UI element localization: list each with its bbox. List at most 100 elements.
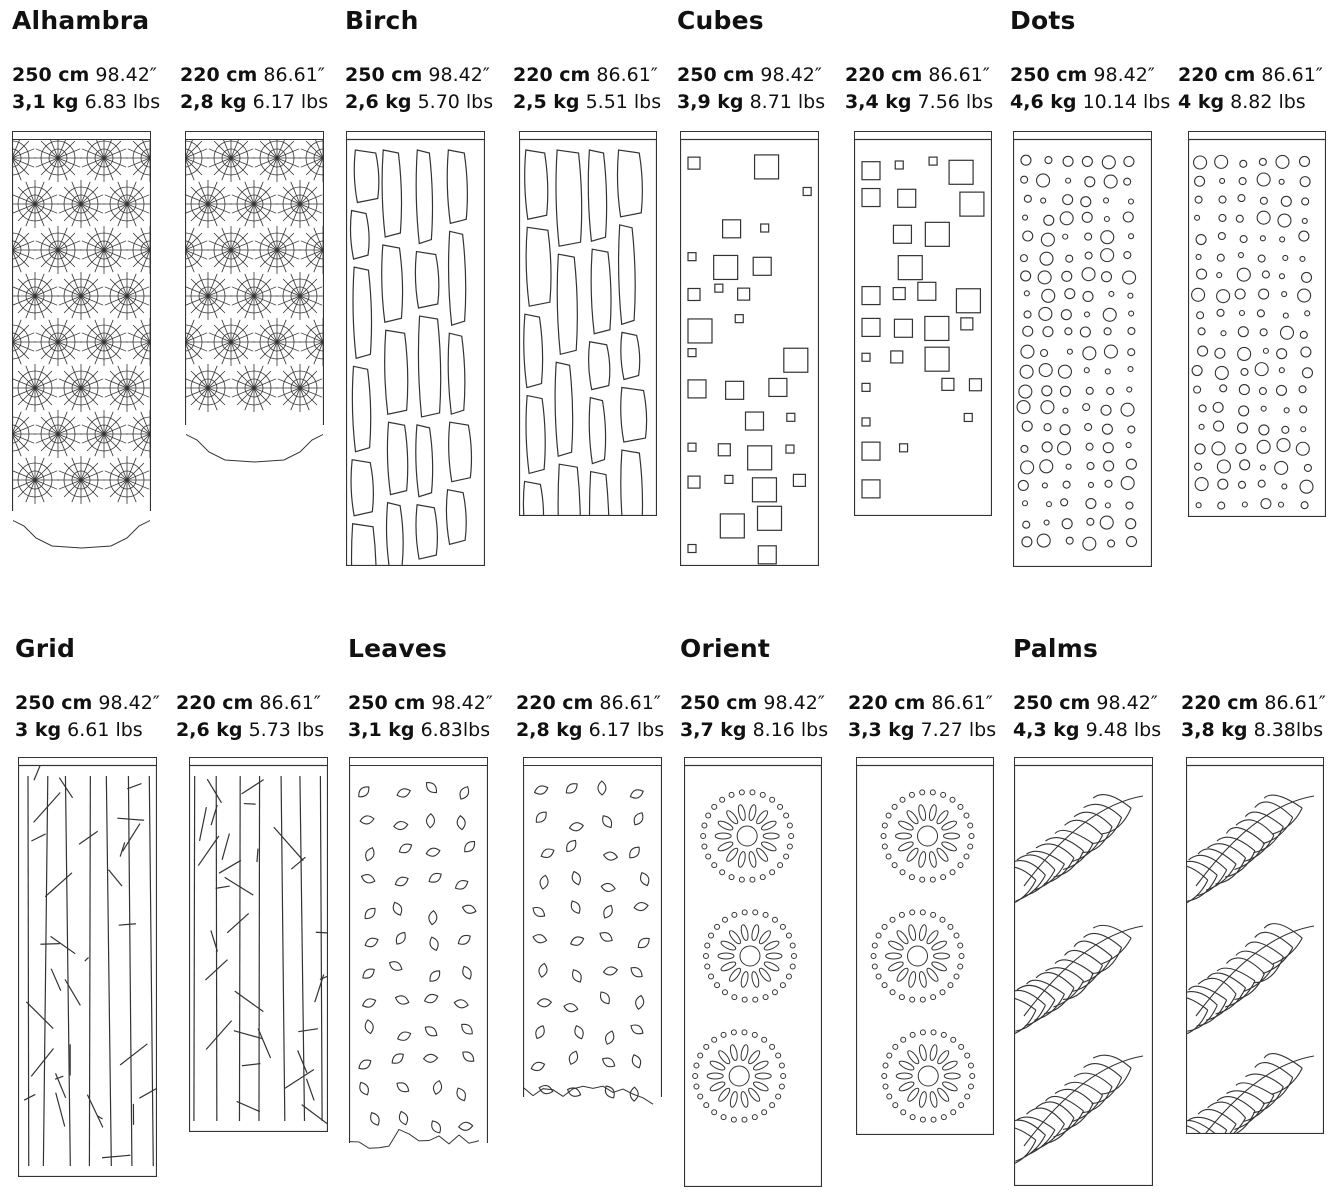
panel-birch-1 <box>519 131 657 516</box>
weight-kg: 3 kg <box>15 719 62 741</box>
panel-drawing-dots-0 <box>1013 131 1152 567</box>
spec-weight: 4 kg 8.82 lbs <box>1178 89 1323 116</box>
weight-kg: 3,1 kg <box>12 91 79 113</box>
length-cm: 250 cm <box>677 64 755 86</box>
weight-kg: 4 kg <box>1178 91 1225 113</box>
length-cm: 250 cm <box>1013 692 1091 714</box>
length-in: 86.61″ <box>1261 64 1323 86</box>
length-in: 98.42″ <box>1096 692 1158 714</box>
spec-dots-1: 220 cm 86.61″4 kg 8.82 lbs <box>1178 62 1323 116</box>
spec-weight: 4,6 kg 10.14 lbs <box>1010 89 1170 116</box>
pattern-title-orient: Orient <box>680 634 771 663</box>
length-cm: 250 cm <box>12 64 90 86</box>
spec-weight: 3,3 kg 7.27 lbs <box>848 717 996 744</box>
weight-kg: 3,7 kg <box>680 719 747 741</box>
panel-drawing-palms-0 <box>1014 757 1153 1186</box>
length-in: 98.42″ <box>98 692 160 714</box>
weight-kg: 3,3 kg <box>848 719 915 741</box>
spec-weight: 2,6 kg 5.70 lbs <box>345 89 493 116</box>
weight-kg: 2,8 kg <box>516 719 583 741</box>
length-cm: 250 cm <box>680 692 758 714</box>
panel-drawing-palms-1 <box>1186 757 1324 1134</box>
spec-length: 250 cm 98.42″ <box>348 690 493 717</box>
weight-lbs: 6.17 lbs <box>588 719 665 741</box>
spec-alhambra-1: 220 cm 86.61″2,8 kg 6.17 lbs <box>180 62 328 116</box>
spec-length: 220 cm 86.61″ <box>516 690 664 717</box>
length-in: 98.42″ <box>1093 64 1155 86</box>
spec-palms-0: 250 cm 98.42″ 4,3 kg 9.48 lbs <box>1013 690 1161 744</box>
spec-orient-0: 250 cm 98.42″3,7 kg 8.16 lbs <box>680 690 828 744</box>
weight-kg: 2,5 kg <box>513 91 580 113</box>
panel-grid-1 <box>189 757 328 1132</box>
weight-kg: 3,8 kg <box>1181 719 1248 741</box>
spec-cubes-0: 250 cm 98.42″3,9 kg 8.71 lbs <box>677 62 825 116</box>
spec-weight: 3,7 kg 8.16 lbs <box>680 717 828 744</box>
length-cm: 220 cm <box>176 692 254 714</box>
weight-lbs: 9.48 lbs <box>1085 719 1162 741</box>
pattern-title-grid: Grid <box>15 634 76 663</box>
panel-drawing-cubes-1 <box>854 131 992 516</box>
weight-lbs: 6.83lbs <box>420 719 491 741</box>
spec-weight: 4,3 kg 9.48 lbs <box>1013 717 1161 744</box>
weight-lbs: 6.17 lbs <box>252 91 329 113</box>
pattern-title-leaves: Leaves <box>348 634 448 663</box>
panel-orient-0 <box>684 757 822 1187</box>
panel-leaves-0 <box>349 757 488 1183</box>
spec-length: 250 cm 98.42″ <box>12 62 160 89</box>
length-in: 86.61″ <box>263 64 325 86</box>
length-cm: 220 cm <box>516 692 594 714</box>
spec-grid-0: 250 cm 98.42″3 kg 6.61 lbs <box>15 690 160 744</box>
weight-kg: 3,4 kg <box>845 91 912 113</box>
spec-leaves-1: 220 cm 86.61″2,8 kg 6.17 lbs <box>516 690 664 744</box>
panel-drawing-alhambra-1 <box>185 131 324 463</box>
panel-drawing-leaves-1 <box>523 757 662 1105</box>
length-in: 98.42″ <box>760 64 822 86</box>
spec-length: 250 cm 98.42″ <box>680 690 828 717</box>
spec-weight: 3,1 kg 6.83lbs <box>348 717 493 744</box>
weight-lbs: 6.83 lbs <box>84 91 161 113</box>
length-in: 98.42″ <box>431 692 493 714</box>
spec-length: 250 cm 98.42″ <box>677 62 825 89</box>
spec-weight: 3,4 kg 7.56 lbs <box>845 89 993 116</box>
panel-cubes-0 <box>680 131 819 566</box>
spec-length: 250 cm 98.42″ <box>15 690 160 717</box>
panel-drawing-cubes-0 <box>680 131 819 566</box>
panel-alhambra-1 <box>185 131 324 465</box>
length-cm: 220 cm <box>1181 692 1259 714</box>
spec-length: 220 cm 86.61″ <box>848 690 996 717</box>
weight-kg: 2,8 kg <box>180 91 247 113</box>
length-cm: 250 cm <box>15 692 93 714</box>
length-in: 86.61″ <box>596 64 658 86</box>
spec-length: 220 cm 86.61″ <box>845 62 993 89</box>
spec-weight: 3,8 kg 8.38lbs <box>1181 717 1326 744</box>
spec-dots-0: 250 cm 98.42″4,6 kg 10.14 lbs <box>1010 62 1170 116</box>
spec-length: 220 cm 86.61″ <box>513 62 661 89</box>
length-in: 98.42″ <box>428 64 490 86</box>
length-in: 86.61″ <box>259 692 321 714</box>
panel-birch-0 <box>346 131 485 566</box>
panel-dots-0 <box>1013 131 1152 567</box>
panel-drawing-grid-0 <box>18 757 157 1177</box>
weight-lbs: 5.73 lbs <box>248 719 325 741</box>
spec-length: 250 cm 98.42″ <box>345 62 493 89</box>
spec-birch-0: 250 cm 98.42″2,6 kg 5.70 lbs <box>345 62 493 116</box>
panel-drawing-grid-1 <box>189 757 328 1132</box>
spec-weight: 3 kg 6.61 lbs <box>15 717 160 744</box>
weight-lbs: 8.71 lbs <box>749 91 826 113</box>
panel-leaves-1 <box>523 757 662 1137</box>
spec-cubes-1: 220 cm 86.61″3,4 kg 7.56 lbs <box>845 62 993 116</box>
weight-lbs: 7.56 lbs <box>917 91 994 113</box>
pattern-title-alhambra: Alhambra <box>12 6 150 35</box>
length-in: 98.42″ <box>95 64 157 86</box>
weight-lbs: 5.51 lbs <box>585 91 662 113</box>
weight-kg: 2,6 kg <box>345 91 412 113</box>
panel-cubes-1 <box>854 131 992 516</box>
length-cm: 250 cm <box>345 64 423 86</box>
length-in: 86.61″ <box>928 64 990 86</box>
panel-alhambra-0 <box>12 131 151 551</box>
spec-alhambra-0: 250 cm 98.42″3,1 kg 6.83 lbs <box>12 62 160 116</box>
panel-drawing-birch-1 <box>519 131 657 516</box>
panel-drawing-dots-1 <box>1188 131 1326 517</box>
panel-grid-0 <box>18 757 157 1177</box>
weight-kg: 3,9 kg <box>677 91 744 113</box>
